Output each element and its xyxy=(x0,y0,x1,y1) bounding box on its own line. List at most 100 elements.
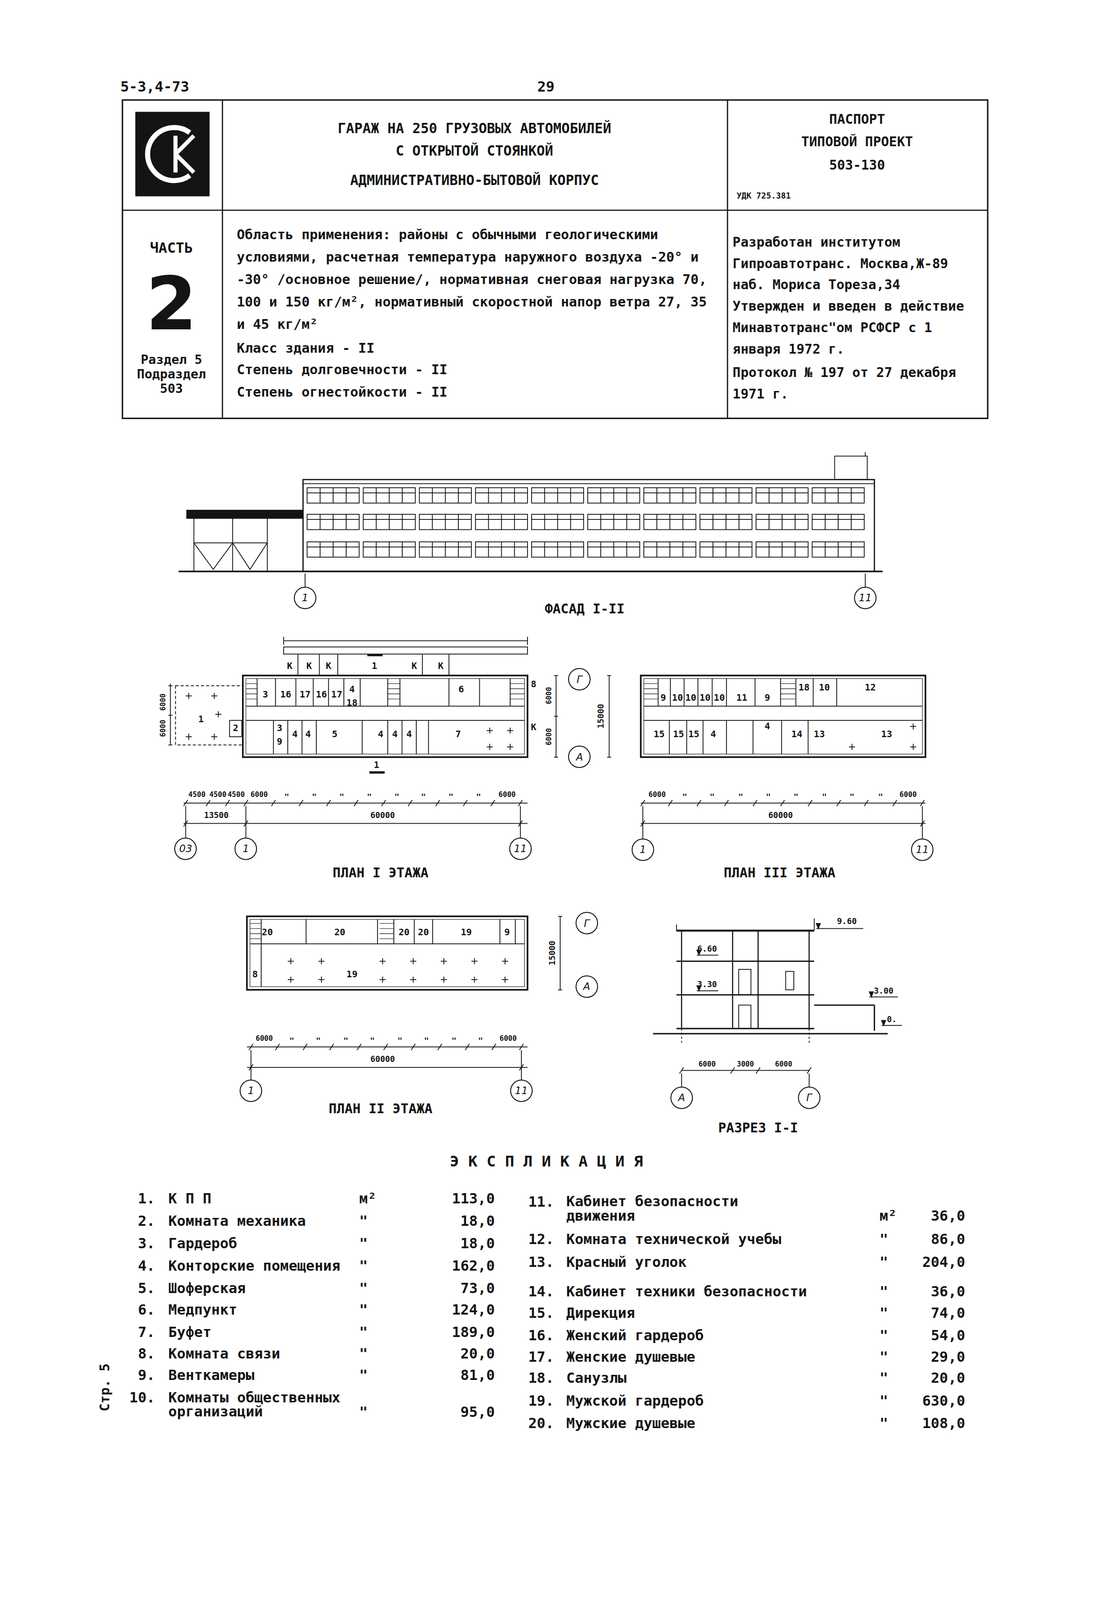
axis-label: 1 xyxy=(242,843,250,855)
room-number: К xyxy=(325,660,332,672)
section xyxy=(653,918,903,1087)
room-number: 4 xyxy=(377,729,384,741)
table-cell: 189,0 xyxy=(451,1324,495,1342)
room-number: 18 xyxy=(346,697,358,709)
dimension: " xyxy=(477,1035,484,1046)
dimension: 60000 xyxy=(370,1054,396,1064)
axis-label: 1 xyxy=(247,1085,255,1097)
room-number: 4 xyxy=(391,729,398,741)
header-text: Раздел 5 Подраздел 503 xyxy=(128,353,214,397)
dimension: 4500 xyxy=(209,790,227,799)
room-number: 7 xyxy=(455,729,462,741)
room-number: 16 xyxy=(280,689,292,701)
dimension: " xyxy=(682,791,688,802)
room-number: 16 xyxy=(315,689,328,701)
table-cell: м² xyxy=(879,1207,898,1226)
table-cell: 8. xyxy=(137,1345,156,1363)
dimension: " xyxy=(476,791,482,802)
table-cell: " xyxy=(359,1324,368,1342)
table-cell: 73,0 xyxy=(460,1280,496,1298)
room-number: 18 xyxy=(798,682,810,694)
level-mark: 9.60 xyxy=(837,916,857,927)
table-cell: Дирекция xyxy=(566,1304,635,1322)
table-cell: 6. xyxy=(137,1301,156,1319)
axis-marker: 11 xyxy=(510,1079,533,1103)
dimension: 6000 xyxy=(698,1060,716,1069)
header-text: Класс здания - II xyxy=(236,339,375,357)
axis-marker: 1 xyxy=(631,838,655,862)
table-cell: " xyxy=(879,1348,889,1366)
table-cell: Комната технической учебы xyxy=(566,1231,782,1249)
room-number: 20 xyxy=(261,926,273,939)
level-mark: 0. xyxy=(886,1014,897,1025)
axis-marker: 1 xyxy=(293,586,317,610)
level-mark: 3.30 xyxy=(697,979,717,990)
axis-label: 03 xyxy=(179,843,193,855)
dimension: " xyxy=(339,791,345,802)
room-number: 4 xyxy=(292,729,298,741)
table-cell: 113,0 xyxy=(451,1190,495,1208)
header-table xyxy=(122,99,988,419)
table-cell: 18,0 xyxy=(460,1235,496,1253)
dimension: 13500 xyxy=(204,810,229,820)
room-number: 8 xyxy=(252,968,258,981)
document-title: ГАРАЖ НА 250 ГРУЗОВЫХ АВТОМОБИЛЕЙ С ОТКР… xyxy=(330,117,619,163)
logo xyxy=(135,112,209,196)
room-number: К xyxy=(306,660,313,672)
table-cell: Шоферская xyxy=(168,1280,246,1298)
axis-label: 11 xyxy=(858,592,872,604)
table-cell: Медпункт xyxy=(168,1301,237,1319)
table-cell: 18. xyxy=(528,1369,555,1388)
dimension: 15000 xyxy=(547,940,557,966)
table-cell: 5. xyxy=(137,1280,156,1298)
room-number: 3 xyxy=(262,689,269,701)
axis-label: 1 xyxy=(639,844,647,855)
plan-floor-1 xyxy=(168,636,612,838)
dimension: " xyxy=(397,1035,403,1046)
level-mark: 6.60 xyxy=(697,944,717,955)
axis-marker: 03 xyxy=(174,837,197,861)
table-cell: " xyxy=(359,1235,368,1253)
table-cell: 162,0 xyxy=(451,1257,495,1275)
dimension: 6000 xyxy=(499,1034,517,1043)
table-cell: 20. xyxy=(528,1414,555,1432)
table-cell: 18,0 xyxy=(460,1212,496,1231)
room-number: 20 xyxy=(417,926,429,939)
table-cell: 29,0 xyxy=(930,1348,966,1366)
table-cell: " xyxy=(359,1301,368,1319)
room-number: 13 xyxy=(881,729,893,741)
room-number: 10 xyxy=(713,692,726,704)
table-cell: 12. xyxy=(528,1231,555,1249)
axis-marker: А xyxy=(568,745,591,769)
drawing-title: ФАСАД I-II xyxy=(544,601,625,618)
table-cell: Санузлы xyxy=(566,1369,627,1388)
axis-marker: А xyxy=(575,975,599,998)
dimension: 6000 xyxy=(250,790,268,799)
table-cell: К П П xyxy=(168,1190,212,1208)
table-cell: 81,0 xyxy=(460,1367,496,1385)
dimension: " xyxy=(420,791,427,802)
header-text: ПАСПОРТ xyxy=(829,111,886,128)
table-cell: 16. xyxy=(528,1326,555,1345)
room-number: 1 xyxy=(198,713,204,726)
header-text: Протокол № 197 от 27 декабря 1971 г. xyxy=(732,362,980,406)
table-cell: " xyxy=(359,1367,368,1385)
dimension: " xyxy=(343,1035,349,1046)
table-cell: 54,0 xyxy=(930,1326,966,1345)
drawing-title: РАЗРЕЗ I-I xyxy=(718,1120,798,1137)
axis-marker: 11 xyxy=(854,586,877,610)
table-cell: 15. xyxy=(528,1304,555,1322)
table-cell: 9. xyxy=(137,1367,156,1385)
dimension: 15000 xyxy=(596,704,606,729)
dimension: 60000 xyxy=(768,810,793,820)
dimension: " xyxy=(821,791,827,802)
dimension: " xyxy=(849,791,855,802)
table-cell: 13. xyxy=(528,1253,555,1271)
dimension: 6000 xyxy=(158,719,168,738)
table-cell: Венткамеры xyxy=(168,1367,255,1385)
dimension: " xyxy=(738,791,744,802)
plan-floor-3 xyxy=(641,675,926,839)
room-number: 9 xyxy=(764,692,770,704)
table-cell: " xyxy=(879,1231,889,1249)
room-number: 9 xyxy=(660,692,667,704)
